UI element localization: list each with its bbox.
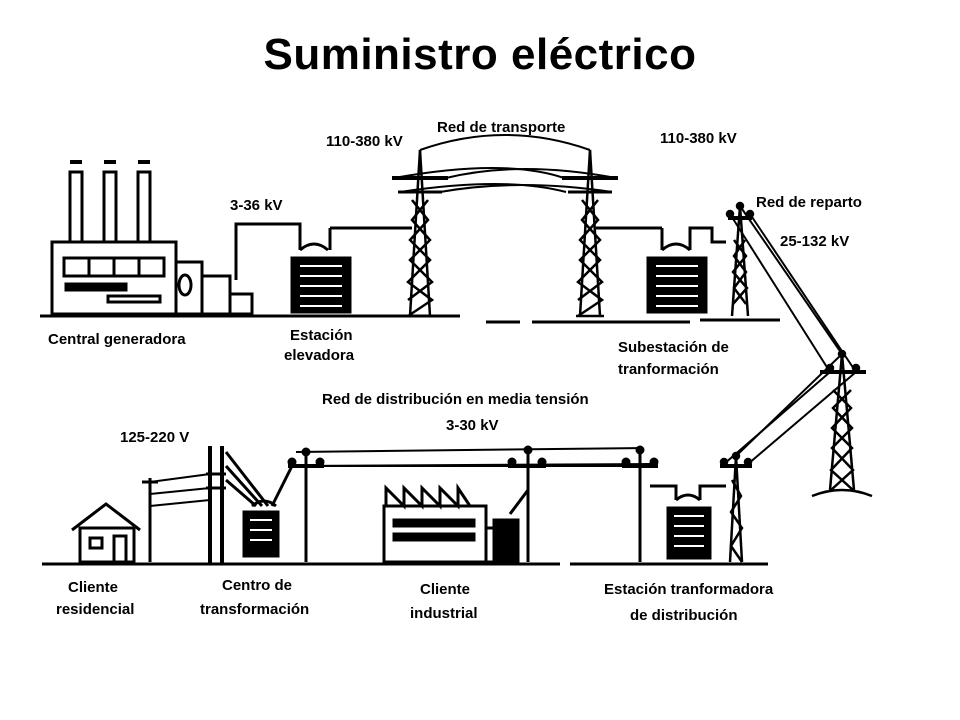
- mv-pole-middle: [507, 445, 547, 562]
- distribution-transformer: [650, 484, 726, 560]
- industrial-building: [382, 483, 530, 564]
- label-125-220v: 125-220 V: [120, 429, 189, 446]
- label-red-media-1: Red de distribución en media tensión: [322, 391, 589, 408]
- mv-pole-right: [621, 445, 659, 562]
- label-red-reparto: Red de reparto: [756, 194, 862, 211]
- medium-voltage-lines: [291, 447, 651, 467]
- label-cliente-res-2: residencial: [56, 601, 134, 618]
- label-3-36kv: 3-36 kV: [230, 197, 283, 214]
- label-estacion-1: Estación: [290, 327, 353, 344]
- low-voltage-lines: [149, 473, 211, 507]
- label-subestacion-2: tranformación: [618, 361, 719, 378]
- reparto-tower: [811, 349, 873, 498]
- page-title: Suministro eléctrico: [263, 30, 697, 79]
- residential-house: [71, 502, 141, 564]
- transmission-tower-right: [562, 149, 618, 318]
- label-central: Central generadora: [48, 331, 186, 348]
- label-110-380kv-right: 110-380 kV: [660, 130, 737, 147]
- labels: Central generadora Estación elevadora 3-…: [48, 119, 862, 624]
- label-subestacion-1: Subestación de: [618, 339, 729, 356]
- label-25-132kv: 25-132 kV: [780, 233, 849, 250]
- substation-transformer: [596, 226, 726, 314]
- transport-lines: [393, 134, 617, 193]
- label-cliente-ind-1: Cliente: [420, 581, 470, 598]
- service-pole: [142, 478, 158, 562]
- distribution-station-tower: [719, 451, 753, 563]
- transmission-tower-left: [392, 149, 448, 318]
- mv-pole-left: [287, 447, 325, 562]
- step-up-transformer: [234, 222, 412, 314]
- transformation-center: [206, 446, 294, 564]
- label-estacion-2: elevadora: [284, 347, 355, 364]
- label-cliente-ind-2: industrial: [410, 605, 478, 622]
- label-centro-2: transformación: [200, 601, 309, 618]
- label-110-380kv-left: 110-380 kV: [326, 133, 403, 150]
- label-red-media-2: 3-30 kV: [446, 417, 499, 434]
- label-estacion-dist-1: Estación tranformadora: [604, 581, 774, 598]
- ground-top: [40, 314, 780, 324]
- power-plant: [50, 160, 254, 316]
- label-estacion-dist-2: de distribución: [630, 607, 738, 624]
- label-cliente-res-1: Cliente: [68, 579, 118, 596]
- label-centro-1: Centro de: [222, 577, 292, 594]
- label-red-transporte: Red de transporte: [437, 119, 565, 136]
